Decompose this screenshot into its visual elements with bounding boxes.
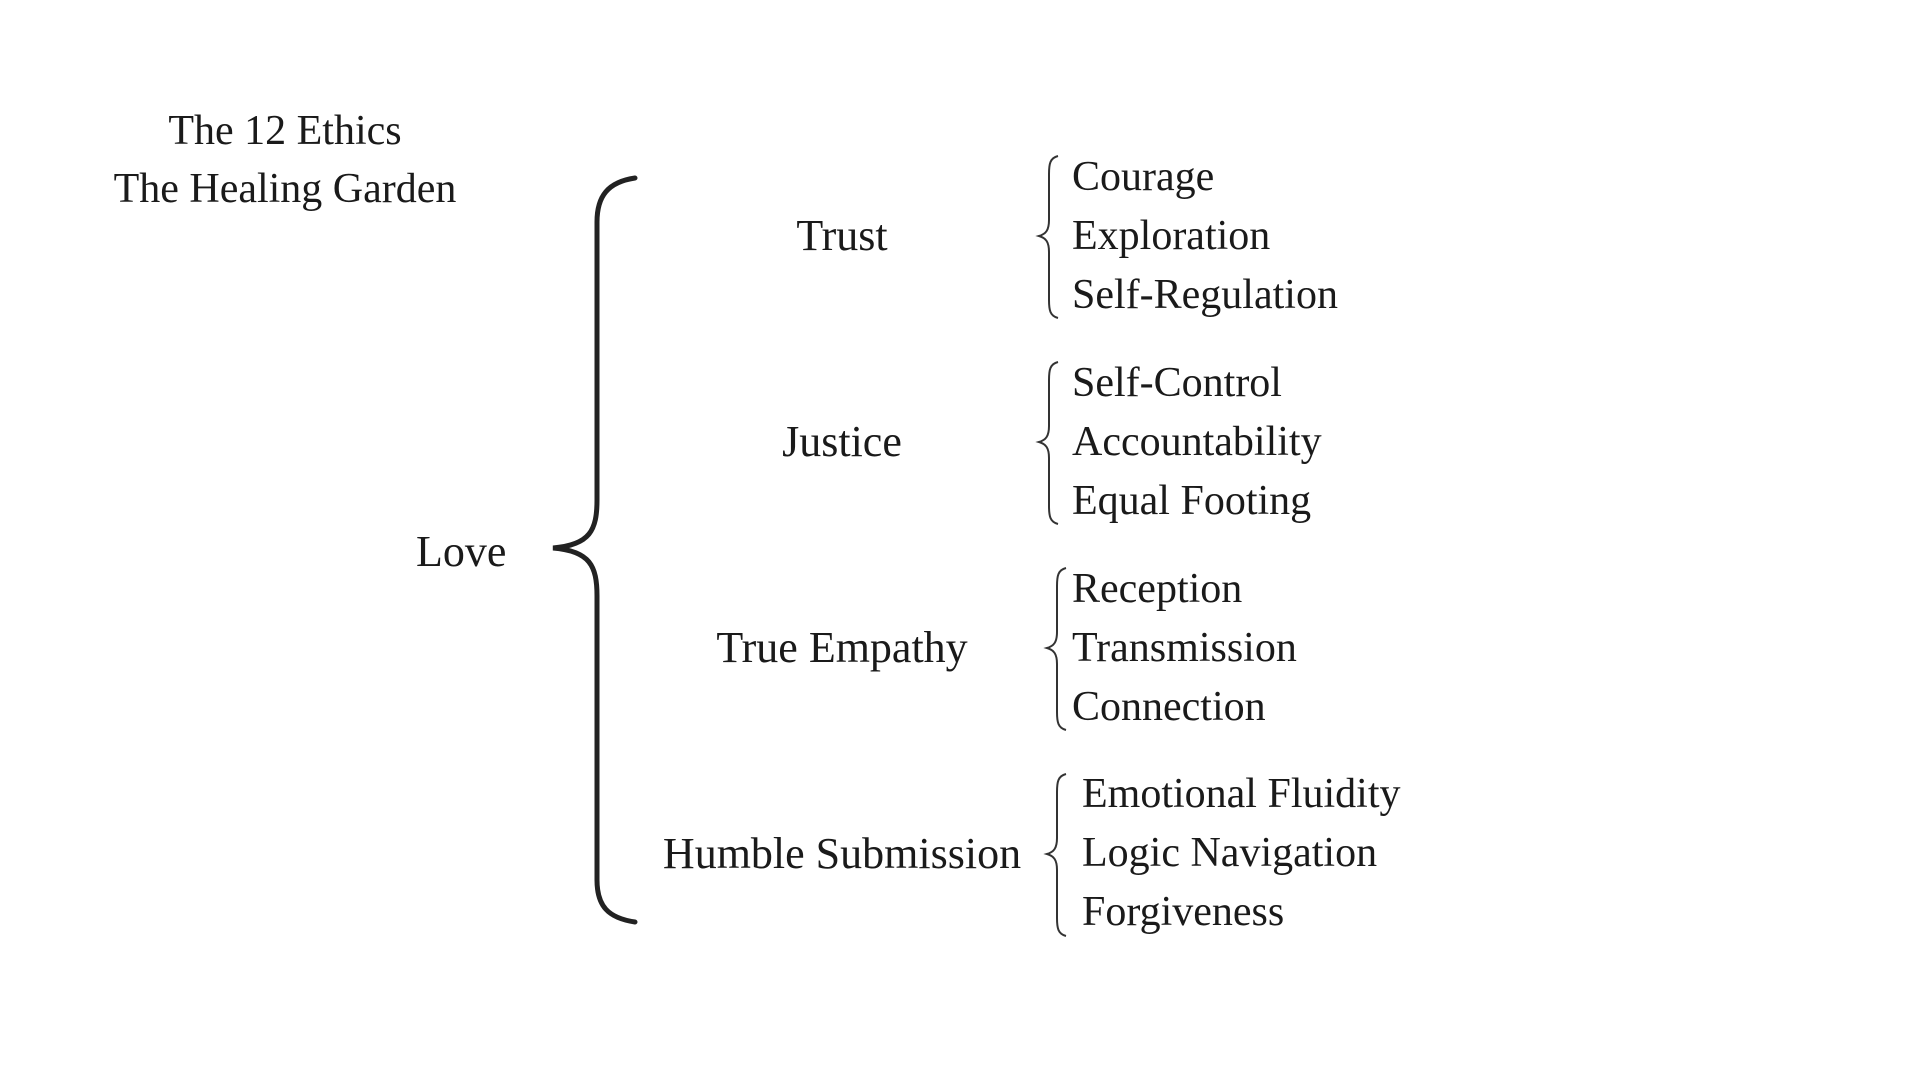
sub-list-humble-submission: Emotional Fluidity Logic Navigation Forg… xyxy=(1082,765,1401,942)
sub-list-true-empathy: Reception Transmission Connection xyxy=(1072,560,1297,737)
sub-item: Connection xyxy=(1072,684,1266,730)
brace-humble-submission xyxy=(1043,773,1067,937)
sub-item: Courage xyxy=(1072,154,1215,200)
brace-true-empathy xyxy=(1043,567,1067,731)
sub-item: Logic Navigation xyxy=(1082,830,1378,876)
brace-trust xyxy=(1035,155,1059,319)
root-node-love: Love xyxy=(416,527,507,576)
sub-item: Exploration xyxy=(1072,213,1271,259)
sub-item: Forgiveness xyxy=(1082,889,1285,935)
category-justice: Justice xyxy=(782,417,902,466)
sub-item: Self-Control xyxy=(1072,360,1282,406)
sub-item: Emotional Fluidity xyxy=(1082,771,1401,817)
sub-item: Equal Footing xyxy=(1072,478,1312,524)
sub-item: Accountability xyxy=(1072,419,1322,465)
category-trust: Trust xyxy=(796,211,888,260)
title-line-2: The Healing Garden xyxy=(113,166,457,212)
category-true-empathy: True Empathy xyxy=(716,623,968,672)
sub-item: Self-Regulation xyxy=(1072,272,1338,318)
sub-list-trust: Courage Exploration Self-Regulation xyxy=(1072,148,1338,325)
brace-justice xyxy=(1035,361,1059,525)
sub-list-justice: Self-Control Accountability Equal Footin… xyxy=(1072,354,1322,531)
sub-item: Transmission xyxy=(1072,625,1297,671)
category-humble-submission: Humble Submission xyxy=(662,829,1022,878)
main-brace xyxy=(552,175,638,925)
sub-item: Reception xyxy=(1072,566,1243,612)
title-line-1: The 12 Ethics xyxy=(168,108,402,154)
